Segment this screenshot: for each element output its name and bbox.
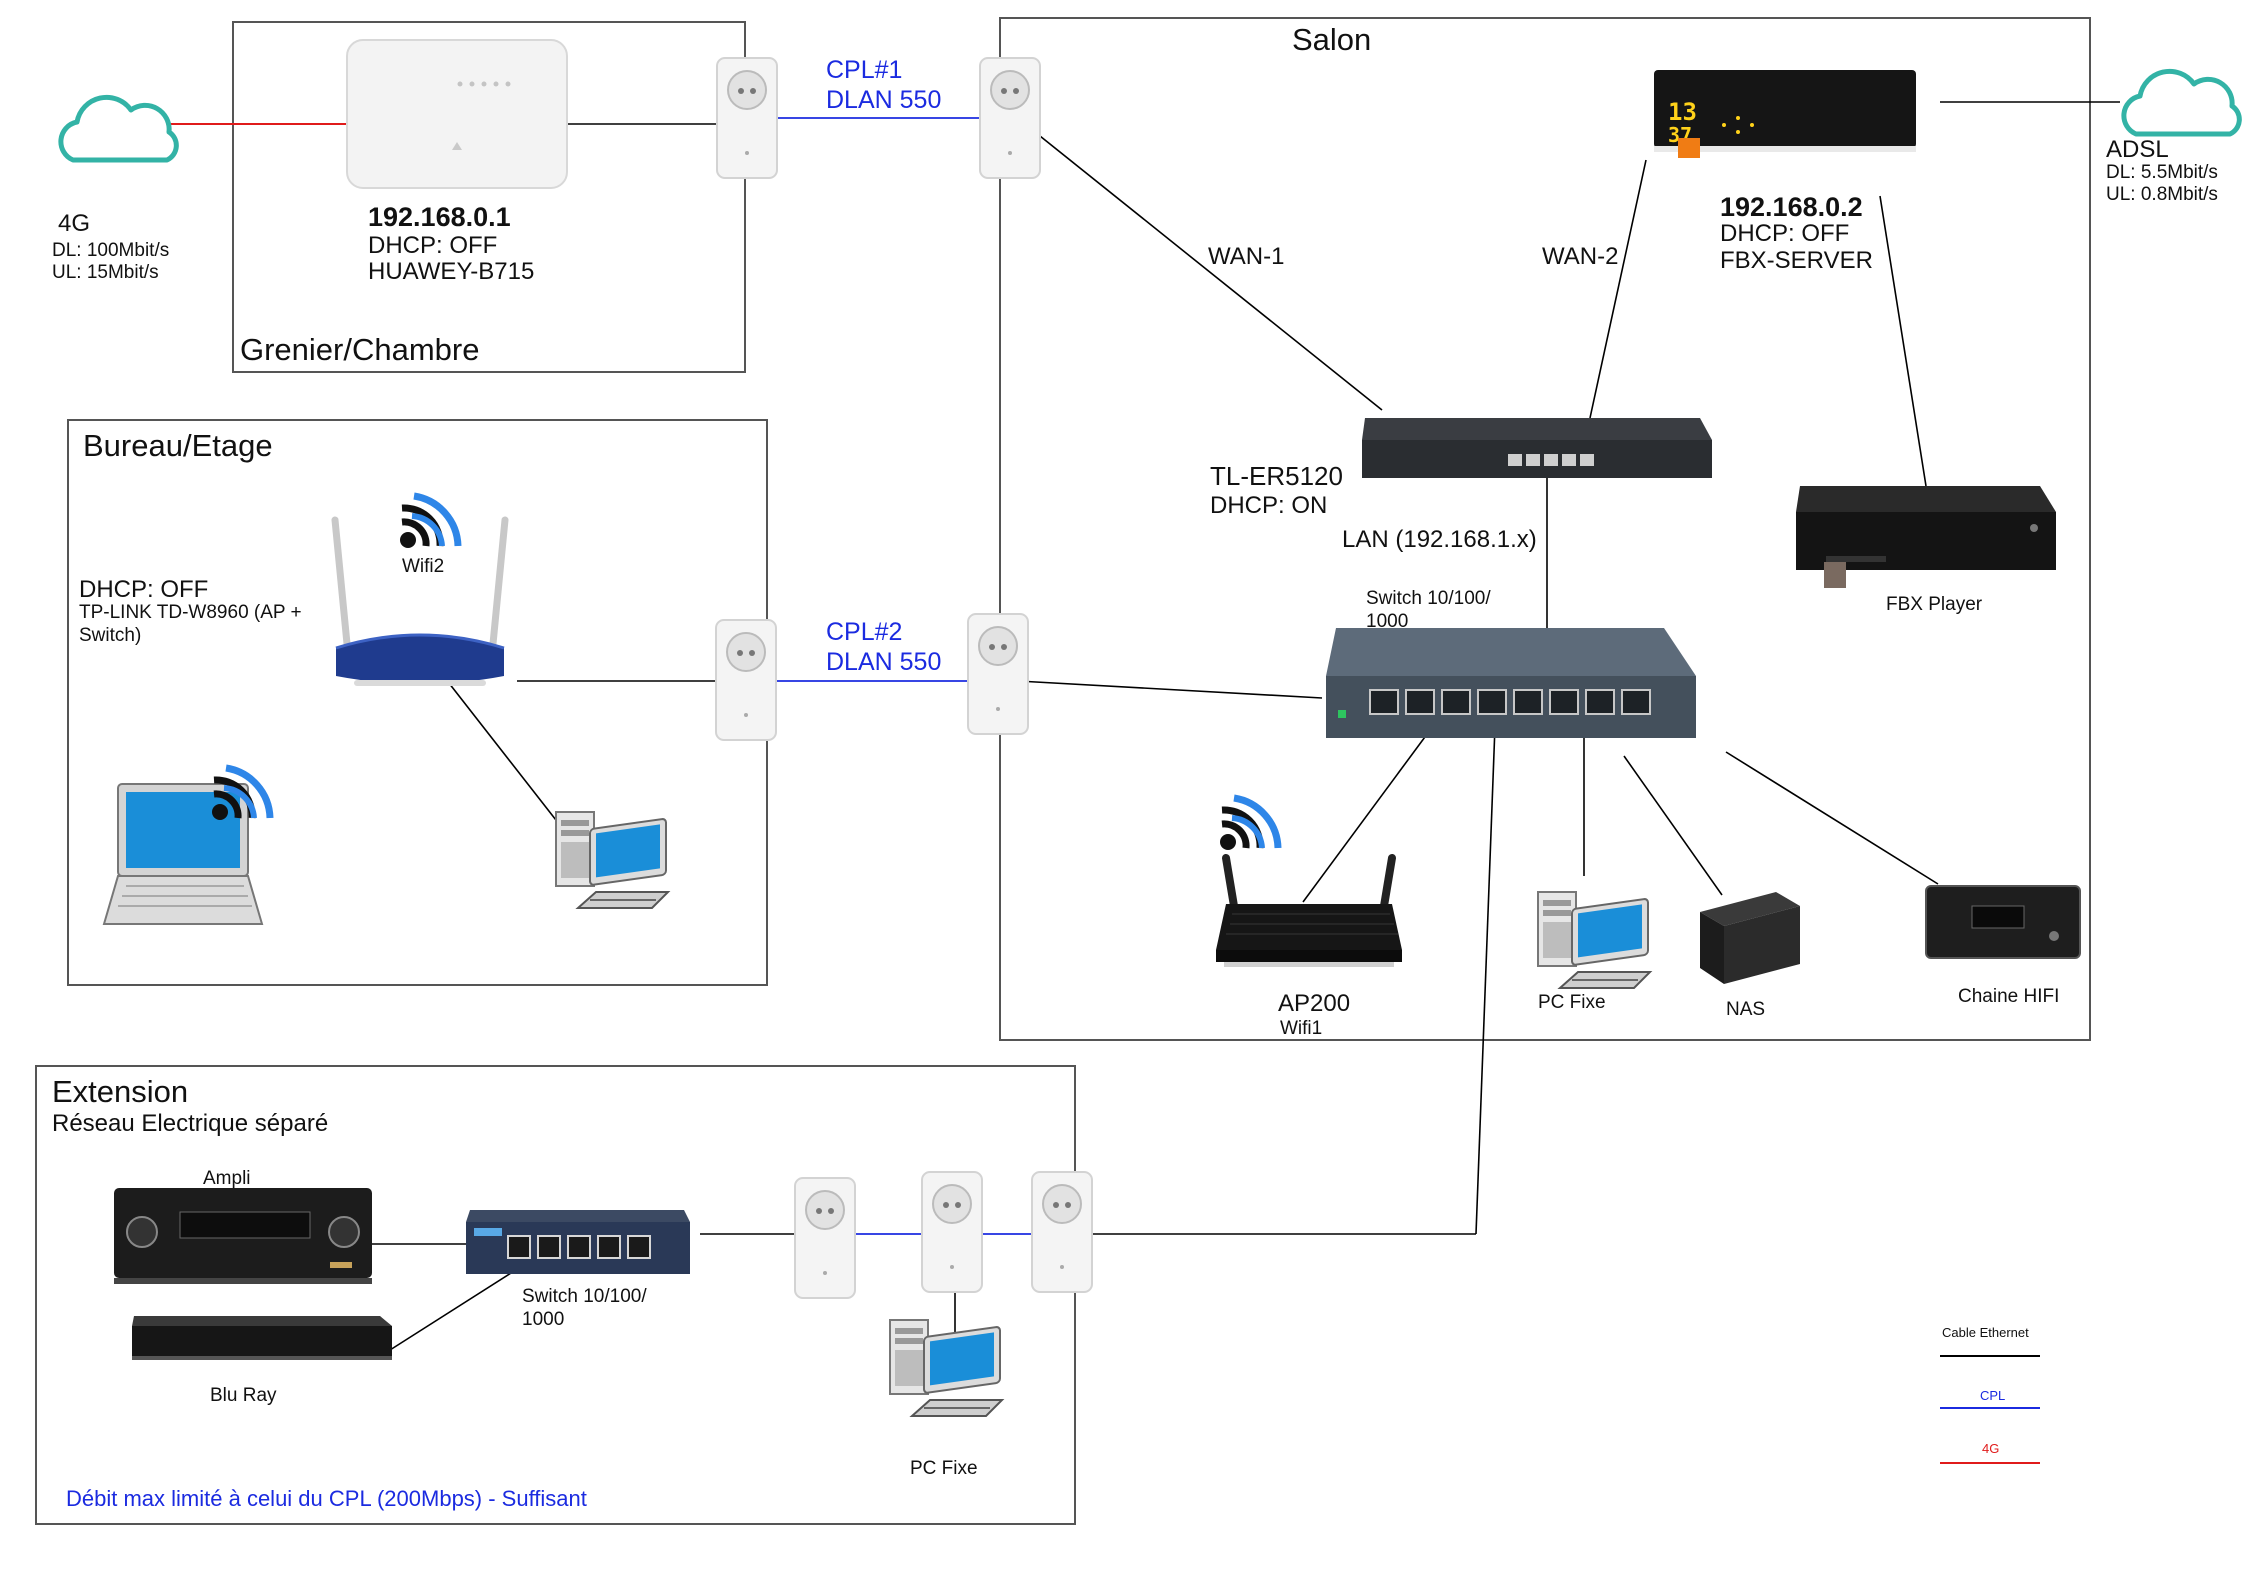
nas-icon: [1700, 892, 1800, 984]
cpl2-name: CPL#2: [826, 618, 903, 646]
lte-label: 4G: [58, 210, 91, 237]
switch-icon: [1326, 628, 1696, 738]
ethernet-links: [360, 101, 2120, 1351]
plc-adapter-icon: [1031, 1171, 1093, 1293]
cpl2-speed: DLAN 550: [826, 648, 942, 676]
set-top-box-icon: [1796, 486, 2056, 588]
hifi-label: Chaine HIFI: [1958, 986, 2060, 1007]
plc-adapter-icon: [979, 57, 1041, 179]
cpl1-speed: DLAN 550: [826, 86, 942, 114]
extension-subtitle: Réseau Electrique séparé: [52, 1110, 329, 1137]
wifi-icon: [1220, 798, 1278, 850]
salon-pc-label: PC Fixe: [1538, 992, 1606, 1013]
huawei-ip: 192.168.0.1: [368, 202, 511, 232]
plc-adapter-icon: [967, 613, 1029, 735]
lan-label: LAN (192.168.1.x): [1342, 526, 1537, 553]
wifi-router-icon: [331, 516, 509, 686]
bluray-icon: [132, 1316, 392, 1360]
plc-adapter-icon: [794, 1177, 856, 1299]
bureau-dhcp: DHCP: OFF: [79, 576, 209, 603]
huawei-dhcp: DHCP: OFF: [368, 232, 498, 259]
freebox-name: FBX-SERVER: [1720, 247, 1873, 274]
bureau-device: TP-LINK TD-W8960 (AP + Switch): [79, 602, 302, 646]
lte-ul: UL: 15Mbit/s: [52, 262, 159, 283]
room-grenier-box: [232, 21, 746, 373]
switch-icon: [466, 1210, 690, 1274]
extension-note: Débit max limité à celui du CPL (200Mbps…: [66, 1486, 587, 1511]
desktop-pc-icon: [889, 1319, 1003, 1417]
room-label-bureau: Bureau/Etage: [83, 428, 273, 463]
huawei-name: HUAWEY-B715: [368, 258, 535, 285]
cloud-icon: [61, 97, 176, 160]
ap-name: AP200: [1278, 990, 1351, 1017]
hifi-icon: [1925, 885, 2081, 959]
ap-wifi: Wifi1: [1280, 1018, 1323, 1039]
legend-4g-label: 4G: [1982, 1441, 2000, 1456]
plc-adapter-icon: [715, 619, 777, 741]
freebox-ip: 192.168.0.2: [1720, 192, 1863, 222]
room-salon-box: [999, 17, 2091, 1041]
room-label-grenier: Grenier/Chambre: [240, 332, 480, 367]
router-4g-icon: [346, 39, 568, 189]
vpn-router-icon: [1362, 418, 1712, 478]
room-label-extension: Extension: [52, 1074, 189, 1109]
bluray-label: Blu Ray: [210, 1385, 277, 1406]
plc-adapter-icon: [921, 1171, 983, 1293]
adsl-dl: DL: 5.5Mbit/s: [2106, 162, 2218, 183]
room-extension-box: [35, 1065, 1076, 1525]
router-name: TL-ER5120: [1210, 461, 1343, 491]
wan1-label: WAN-1: [1208, 243, 1285, 270]
bureau-wifi-label: Wifi2: [402, 556, 445, 577]
wan2-label: WAN-2: [1542, 243, 1619, 270]
legend-cpl-label: CPL: [1980, 1388, 2006, 1403]
cloud-icon: [2124, 71, 2239, 134]
nas-label: NAS: [1726, 999, 1766, 1020]
laptop-icon: [102, 783, 264, 925]
access-point-icon: [1216, 854, 1402, 967]
ampli-label: Ampli: [203, 1168, 251, 1189]
av-receiver-icon: [114, 1188, 372, 1284]
ext-pc-label: PC Fixe: [910, 1458, 978, 1479]
wifi-icon: [212, 768, 270, 820]
freebox-dhcp: DHCP: OFF: [1720, 220, 1850, 247]
salon-switch-label: Switch 10/100/ 1000: [1366, 588, 1491, 632]
adsl-ul: UL: 0.8Mbit/s: [2106, 184, 2218, 205]
desktop-pc-icon: [555, 811, 669, 909]
desktop-pc-icon: [1537, 891, 1651, 989]
plc-adapter-icon: [716, 57, 778, 179]
freebox-server-icon: 13 37: [1654, 70, 1916, 158]
fbx-player-label: FBX Player: [1886, 594, 1983, 615]
lte-dl: DL: 100Mbit/s: [52, 240, 170, 261]
adsl-label: ADSL: [2106, 136, 2169, 163]
cpl1-name: CPL#1: [826, 56, 903, 84]
wifi-icon: [400, 496, 458, 548]
router-dhcp: DHCP: ON: [1210, 492, 1328, 519]
legend-ethernet-label: Cable Ethernet: [1942, 1325, 2029, 1340]
room-label-salon: Salon: [1292, 22, 1372, 57]
ext-switch-label: Switch 10/100/ 1000: [522, 1286, 647, 1330]
svg-text:13: 13: [1668, 98, 1697, 126]
